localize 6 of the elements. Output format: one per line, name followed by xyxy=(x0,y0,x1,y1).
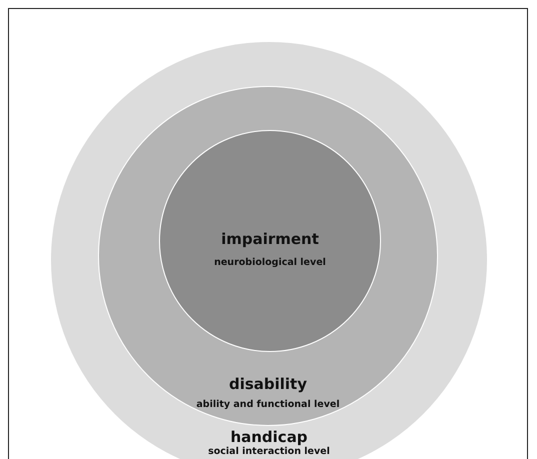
level-title: disability xyxy=(228,375,308,393)
level-description: social interaction level xyxy=(207,446,331,457)
level-title: handicap xyxy=(229,428,309,446)
level-description: neurobiological level xyxy=(213,257,327,268)
level-title: impairment xyxy=(220,230,320,248)
level-description: ability and functional level xyxy=(195,399,341,410)
